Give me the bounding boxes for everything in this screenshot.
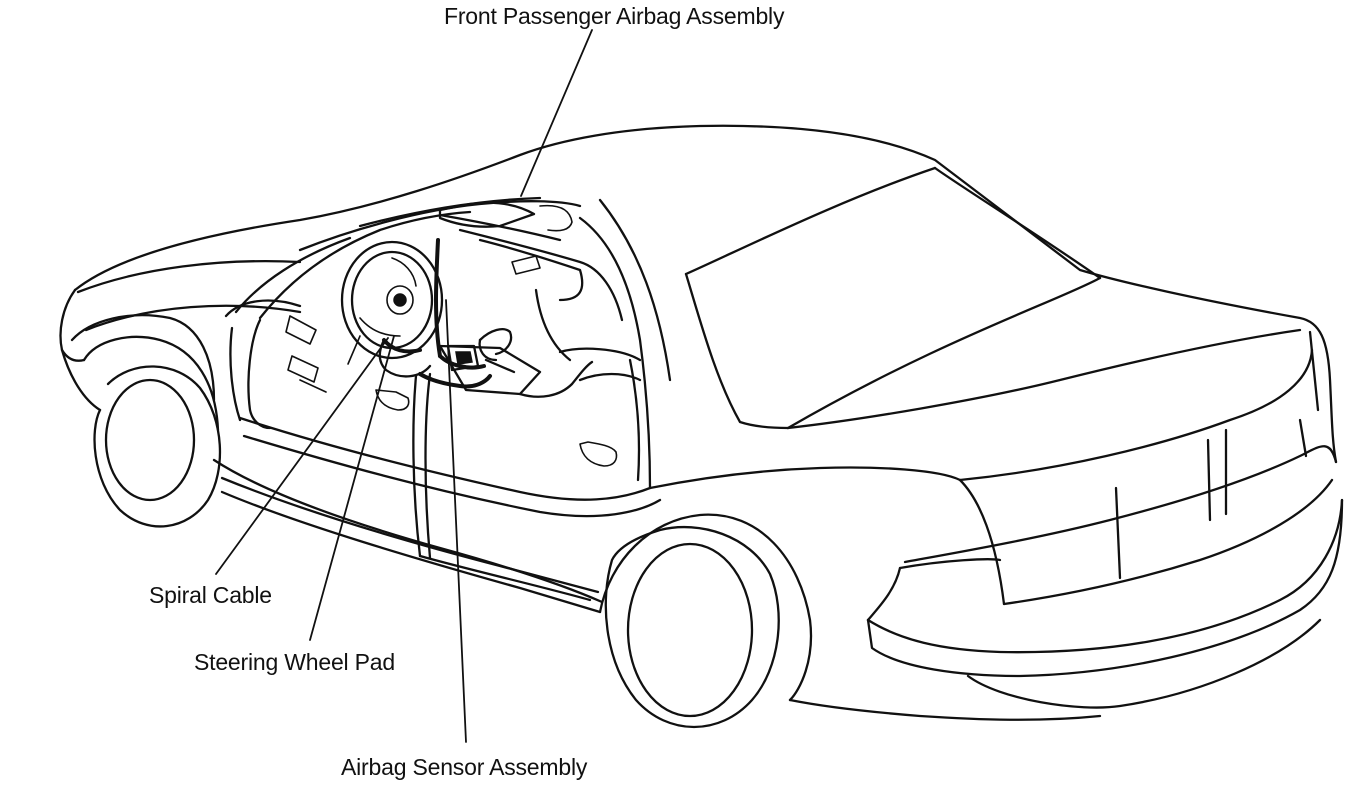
dashboard-interior [285, 196, 642, 398]
rear-wheel [604, 525, 780, 728]
front-passenger-airbag-label: Front Passenger Airbag Assembly [444, 3, 785, 29]
spiral-cable-label: Spiral Cable [149, 582, 272, 608]
steering-wheel-pad-label: Steering Wheel Pad [194, 649, 395, 675]
airbag-sensor-label: Airbag Sensor Assembly [341, 754, 588, 780]
car-body-outline [59, 124, 1344, 721]
front-wheel [82, 335, 222, 528]
airbag-sensor-wiring [418, 238, 492, 389]
leader-lines [215, 29, 593, 743]
steering-wheel [340, 240, 444, 378]
